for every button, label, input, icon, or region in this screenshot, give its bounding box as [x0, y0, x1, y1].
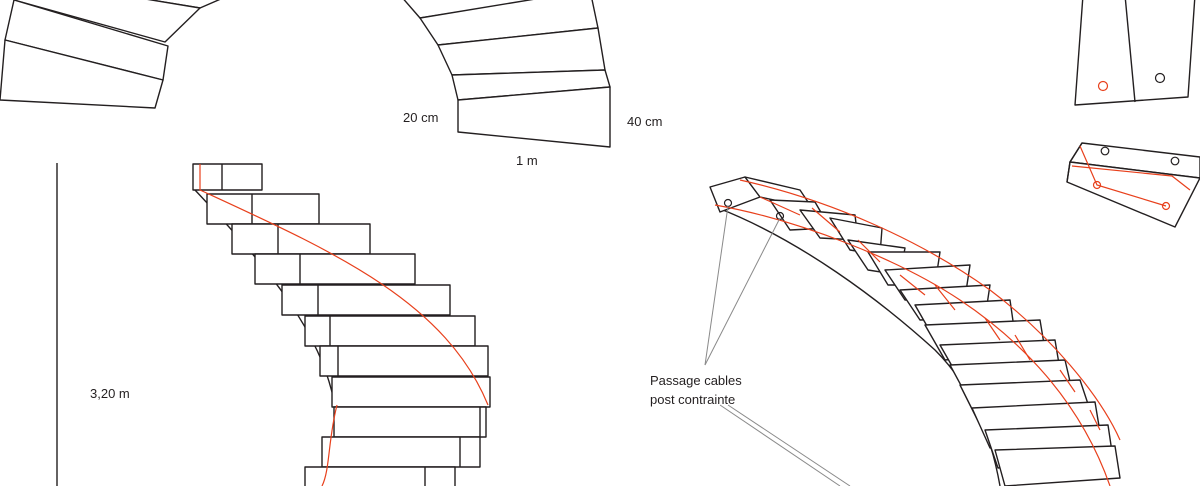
- step-width-label: 1 m: [516, 153, 538, 168]
- cable-passage-label-line1: Passage cables: [650, 373, 742, 388]
- perspective-view: [709, 176, 1121, 486]
- cable-leader-lines: [704, 205, 851, 486]
- cable-passage-label-line2: post contrainte: [650, 392, 735, 407]
- step-detail-elevation: [1074, 0, 1196, 106]
- plan-view: [0, 0, 611, 148]
- tread-thickness-label: 20 cm: [403, 110, 438, 125]
- total-height-label: 3,20 m: [90, 386, 130, 401]
- side-elevation: [192, 163, 491, 486]
- step-depth-label: 40 cm: [627, 114, 662, 129]
- step-detail-perspective: [1066, 142, 1200, 228]
